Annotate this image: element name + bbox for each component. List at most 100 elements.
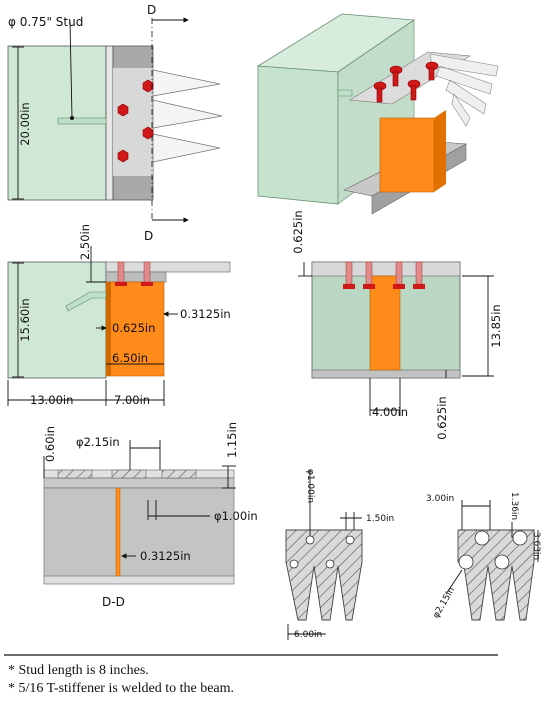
dim-7in: 7.00in — [114, 393, 150, 407]
bolt-shank — [410, 85, 417, 101]
iso-bolts — [373, 61, 439, 103]
dim-4in: 4.00in — [372, 405, 408, 419]
comb-plate-shape — [457, 529, 535, 621]
bottom-flange — [43, 575, 235, 585]
bolt-shank — [428, 67, 435, 81]
comb2-holes — [458, 530, 528, 570]
section-dd: 0.60in φ2.15in 1.15in φ1.00in 0.3125in D… — [43, 422, 258, 609]
bolt — [365, 261, 373, 285]
concrete-front — [257, 65, 339, 205]
comb-plate-2: 3.00in 1.36in 3.63in φ2.15in — [426, 492, 541, 621]
dim-0-3125-side: 0.3125in — [180, 307, 231, 321]
beam-web-area — [43, 487, 235, 579]
stiffener-edge — [106, 282, 111, 376]
bolt — [395, 261, 403, 285]
dim-1-15in: 1.15in — [225, 422, 239, 458]
bolt — [143, 261, 151, 283]
section-mark-bottom: D — [144, 229, 153, 243]
bolt — [415, 261, 423, 285]
bolt — [142, 79, 154, 93]
comb-teeth — [152, 69, 223, 163]
hole — [512, 530, 528, 546]
comb-plate-shape — [285, 529, 363, 621]
dim-2-50in: 2.50in — [78, 224, 92, 260]
bent-stud — [65, 291, 107, 312]
flange — [43, 477, 235, 489]
bolt-shank — [376, 87, 383, 103]
comb2-3in: 3.00in — [426, 494, 454, 504]
dim-13in: 13.00in — [30, 393, 73, 407]
comb1-1-50in: 1.50in — [366, 514, 394, 524]
comb-plate-1: φ1.00in 1.50in 6.00in — [285, 469, 394, 640]
bolt-group — [117, 79, 154, 163]
iso-stud — [337, 89, 353, 97]
hole — [474, 530, 490, 546]
hatch-segment — [161, 469, 197, 479]
stiffener — [379, 117, 435, 193]
dim-0-625-top: 0.625in — [291, 210, 305, 253]
isometric-view — [256, 13, 499, 215]
hole — [494, 554, 510, 570]
stiffener-side — [434, 110, 446, 192]
bolt — [117, 103, 129, 117]
hole — [345, 535, 355, 545]
nut — [413, 284, 425, 289]
hole — [289, 559, 299, 569]
dim-2-15in: φ2.15in — [76, 435, 120, 449]
side-view: 2.50in 15.60in 0.3125in 0.625in 6.50in 1… — [7, 224, 231, 407]
section-title: D-D — [102, 595, 125, 609]
hatch-segment — [111, 469, 147, 479]
dim-0-625-bottom: 0.625in — [435, 396, 449, 439]
stud-leader — [69, 21, 73, 119]
comb1-holes — [289, 535, 355, 569]
dim-0-625-side: 0.625in — [112, 321, 155, 335]
stud — [57, 117, 107, 125]
side-nuts — [115, 282, 153, 286]
comb2-3-63in: 3.63in — [531, 532, 541, 560]
concrete-block — [7, 261, 107, 379]
top-plate — [311, 261, 461, 277]
nut — [343, 284, 355, 289]
hole — [325, 559, 335, 569]
comb1-hole-label: φ1.00in — [305, 469, 315, 503]
bottom-flange — [311, 369, 461, 379]
dim-0-3125-bottom: 0.3125in — [140, 549, 191, 563]
hole — [458, 554, 474, 570]
flange — [105, 271, 167, 283]
note-stiffener: * 5/16 T-stiffener is welded to the beam… — [8, 681, 234, 696]
hatch-segment — [57, 469, 93, 479]
dim-6-50in: 6.50in — [112, 351, 148, 365]
bolt — [345, 261, 353, 285]
nut — [115, 282, 127, 286]
nut — [393, 284, 405, 289]
top-plate — [105, 261, 231, 273]
comb2-hole-label: φ2.15in — [431, 586, 457, 621]
comb2-1-36in: 1.36in — [509, 492, 519, 520]
note-stud-length: * Stud length is 8 inches. — [8, 663, 149, 678]
iso-comb-teeth — [429, 53, 499, 127]
dim-13-85in: 13.85in — [489, 304, 503, 347]
bolt — [117, 261, 125, 283]
stud-label: φ 0.75" Stud — [8, 15, 83, 29]
front-nuts — [343, 284, 425, 289]
bolt — [117, 149, 129, 163]
dim-15-60in: 15.60in — [18, 298, 32, 341]
bolt — [142, 126, 154, 140]
front-view: 0.625in 13.85in 4.00in 0.625in — [291, 210, 503, 439]
hole — [305, 535, 315, 545]
section-mark-top: D — [147, 3, 156, 17]
dim-0-60in: 0.60in — [43, 426, 57, 462]
plate-hatches — [57, 469, 197, 479]
comb1-6in: 6.00in — [294, 630, 322, 640]
nut — [363, 284, 375, 289]
stiffener — [115, 487, 121, 577]
bolt-shank — [392, 71, 399, 87]
stiffener — [369, 275, 401, 371]
end-plate — [105, 45, 114, 201]
dim-1-00in: φ1.00in — [214, 509, 258, 523]
stud-leader-dot — [70, 116, 74, 120]
nut — [141, 282, 153, 286]
elevation-view: φ 0.75" Stud D D 20.00in — [7, 3, 223, 243]
dim-20in: 20.00in — [18, 102, 32, 145]
